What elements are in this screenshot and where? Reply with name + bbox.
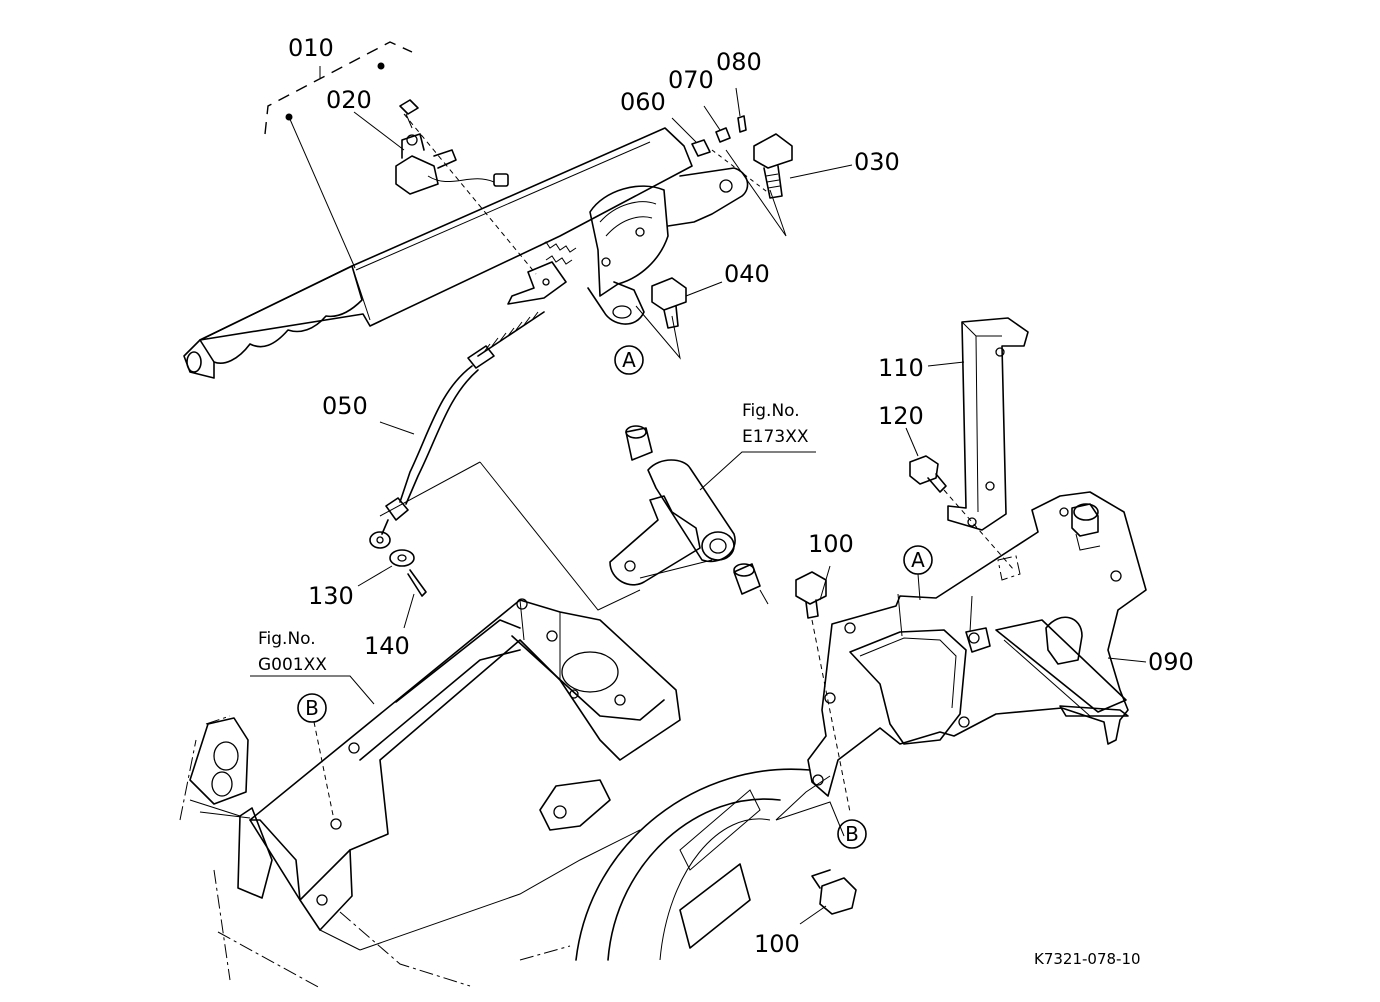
svg-text:E173XX: E173XX bbox=[742, 427, 809, 447]
lever-arm bbox=[199, 127, 693, 341]
bracket-090 bbox=[807, 491, 1147, 797]
brake-lever-assembly bbox=[183, 41, 749, 379]
g001-leader bbox=[250, 675, 375, 705]
marker-a-top: A bbox=[614, 345, 644, 375]
callout-140: 140 bbox=[364, 632, 410, 660]
frame-main-plate bbox=[249, 599, 681, 931]
lever-guide-110 bbox=[947, 317, 1029, 531]
callout-060: 060 bbox=[620, 88, 666, 116]
svg-text:Fig.No.: Fig.No. bbox=[742, 401, 800, 421]
pin-070 bbox=[715, 127, 731, 143]
marker-a-right: A bbox=[903, 545, 933, 601]
washer-130 bbox=[389, 549, 415, 567]
front-frame bbox=[179, 598, 845, 989]
right-bracket-assembly bbox=[795, 317, 1147, 925]
pin-080 bbox=[737, 115, 747, 133]
reference-g001xx: Fig.No. G001XX bbox=[258, 629, 327, 675]
bolt-100-top bbox=[795, 571, 827, 605]
pin-060 bbox=[691, 139, 711, 157]
lever-bracket-plate bbox=[667, 167, 749, 227]
marker-b-right: B bbox=[837, 819, 867, 849]
callout-030: 030 bbox=[854, 148, 900, 176]
callout-110: 110 bbox=[878, 354, 924, 382]
svg-text:G001XX: G001XX bbox=[258, 655, 327, 675]
drawing-code: K7321-078-10 bbox=[1034, 950, 1141, 968]
callout-090: 090 bbox=[1148, 648, 1194, 676]
svg-text:Fig.No.: Fig.No. bbox=[258, 629, 316, 649]
bolts bbox=[635, 87, 853, 360]
svg-text:B: B bbox=[845, 822, 859, 846]
ratchet-sector bbox=[589, 185, 669, 297]
callout-100-top: 100 bbox=[808, 530, 854, 558]
bolt-100-bottom bbox=[819, 877, 857, 915]
callout-040: 040 bbox=[724, 260, 770, 288]
callout-080: 080 bbox=[716, 48, 762, 76]
svg-text:B: B bbox=[305, 696, 319, 720]
brake-cable bbox=[357, 311, 545, 629]
callout-120: 120 bbox=[878, 402, 924, 430]
split-pin-140 bbox=[407, 569, 427, 597]
callout-010: 010 bbox=[288, 34, 334, 62]
callout-020: 020 bbox=[326, 86, 372, 114]
lever-grip bbox=[199, 265, 363, 364]
parking-switch bbox=[353, 99, 537, 275]
callout-050: 050 bbox=[322, 392, 368, 420]
svg-text:A: A bbox=[622, 348, 636, 372]
bolt-040 bbox=[651, 277, 687, 311]
bolt-120 bbox=[909, 455, 939, 485]
bolt-030 bbox=[753, 133, 793, 169]
svg-text:A: A bbox=[911, 548, 925, 572]
reference-e173xx: Fig.No. E173XX bbox=[742, 401, 809, 447]
marker-b-left: B bbox=[297, 693, 327, 723]
callout-130: 130 bbox=[308, 582, 354, 610]
shaft-parts bbox=[379, 425, 816, 611]
callout-100-bottom: 100 bbox=[754, 930, 800, 958]
callout-070: 070 bbox=[668, 66, 714, 94]
